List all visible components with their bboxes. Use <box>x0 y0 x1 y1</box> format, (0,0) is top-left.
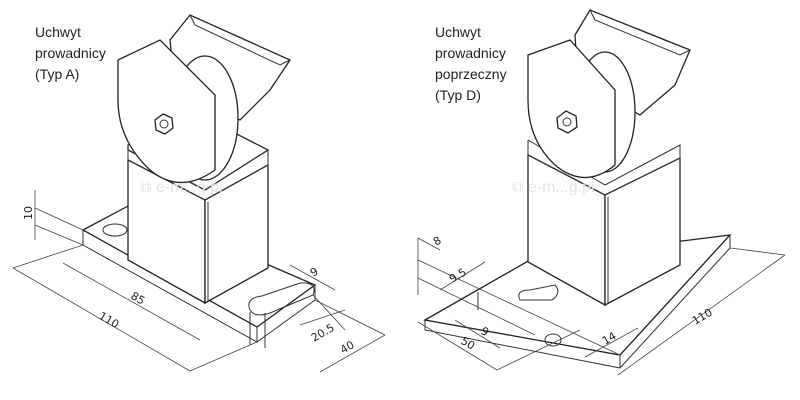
side-plate <box>117 39 216 183</box>
caption-type-a: Uchwyt prowadnicy (Typ A) <box>35 22 106 85</box>
dimension-lines <box>417 237 786 376</box>
dim-50: 50 <box>459 334 478 352</box>
watermark: ⧉ e-m...g.pl <box>140 179 223 196</box>
slot <box>518 284 559 301</box>
caption-line: Uchwyt <box>435 24 481 40</box>
slot <box>544 333 562 347</box>
dim-14: 14 <box>600 329 619 347</box>
dim-10: 10 <box>22 206 35 220</box>
dimension-lines <box>12 190 386 373</box>
hex-nut-icon <box>154 113 174 135</box>
dim-110: 110 <box>97 309 122 331</box>
dim-40: 40 <box>338 338 357 356</box>
caption-type-d: Uchwyt prowadnicy poprzeczny (Typ D) <box>435 22 507 106</box>
hex-nut-icon <box>556 110 578 134</box>
dim-20-5: 20.5 <box>309 321 337 345</box>
dim-85: 85 <box>129 289 148 307</box>
caption-line: Uchwyt <box>35 24 81 40</box>
slot <box>102 223 128 237</box>
caption-line: prowadnicy <box>35 45 106 61</box>
bracket-type-a: ⧉ e-m...g.pl 10 85 110 9 20.5 40 <box>12 14 386 373</box>
bracket-type-d: ⧉ e-m...g.pl 8 9.5 9 50 14 110 <box>417 9 786 376</box>
dim-9: 9 <box>308 265 321 280</box>
caption-line: poprzeczny <box>435 66 507 82</box>
dim-110: 110 <box>690 306 715 328</box>
watermark: ⧉ e-m...g.pl <box>512 179 595 196</box>
slot <box>248 282 315 316</box>
side-plate <box>527 39 616 178</box>
caption-line: (Typ A) <box>35 66 80 82</box>
caption-line: (Typ D) <box>435 87 481 103</box>
caption-line: prowadnicy <box>435 45 506 61</box>
